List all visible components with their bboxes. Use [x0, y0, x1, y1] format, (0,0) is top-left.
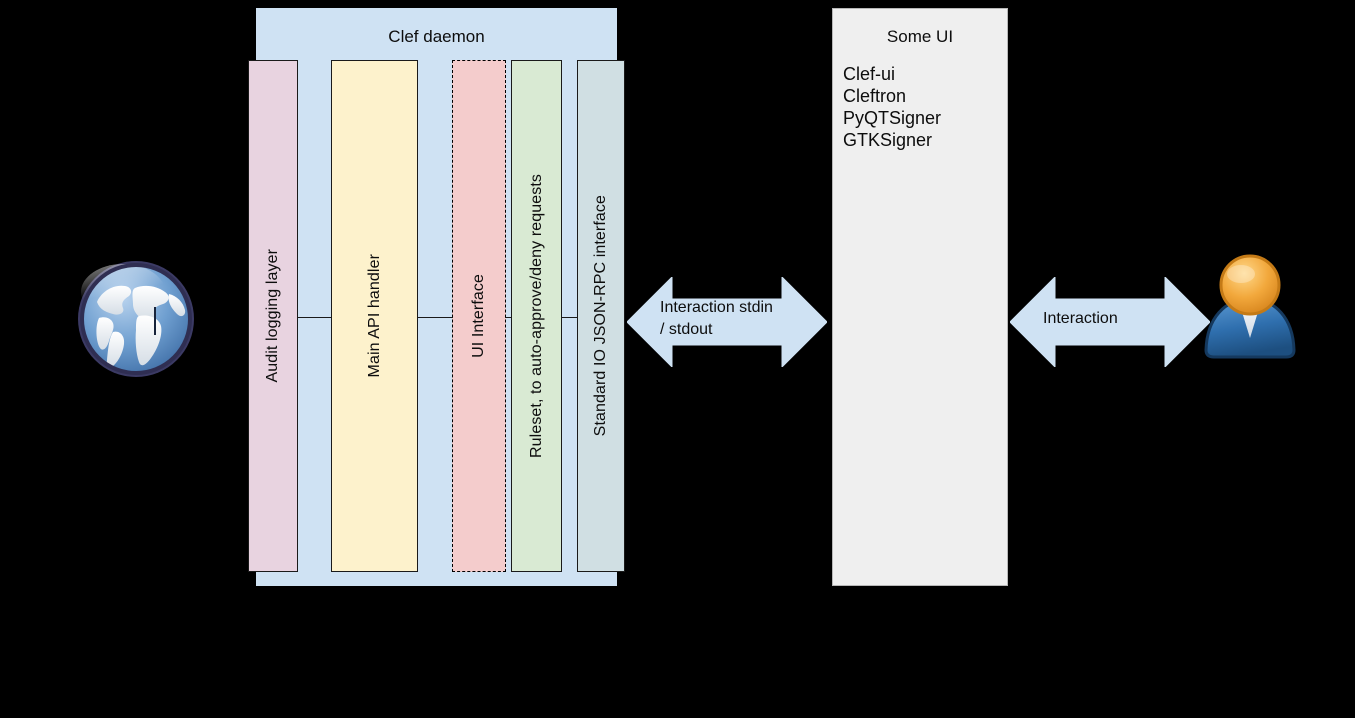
list-item: GTKSigner — [843, 130, 933, 150]
connector-api-to-ui — [417, 317, 453, 318]
box-api-label: Main API handler — [365, 254, 383, 378]
clef-daemon-title: Clef daemon — [388, 27, 485, 46]
box-ruleset-label: Ruleset, to auto-approve/deny requests — [527, 174, 545, 458]
connector-ruleset-to-stdio — [561, 317, 578, 318]
arrow-interaction-user: Interaction — [1010, 277, 1210, 367]
box-audit-label: Audit logging layer — [264, 249, 281, 383]
double-arrow-icon — [627, 277, 827, 367]
clef-daemon-container: Clef daemon — [256, 8, 617, 586]
box-audit-logging-layer[interactable]: Audit logging layer — [248, 60, 298, 572]
box-main-api-handler[interactable]: Main API handler — [331, 60, 418, 572]
box-ruleset[interactable]: Ruleset, to auto-approve/deny requests — [511, 60, 562, 572]
list-item: PyQTSigner — [843, 108, 942, 128]
box-stdio-label: Standard IO JSON-RPC interface — [592, 195, 609, 437]
connector-audit-to-api — [297, 317, 332, 318]
globe-icon — [73, 256, 199, 382]
arrow-interaction-stdin-stdout: Interaction stdin / stdout — [627, 277, 827, 367]
double-arrow-icon — [1010, 277, 1210, 367]
some-ui-list: Clef-ui Cleftron PyQTSigner GTKSigner — [843, 63, 1003, 151]
box-ui-interface[interactable]: UI Interface — [452, 60, 506, 572]
connector-ui-to-ruleset — [505, 317, 512, 318]
some-ui-panel[interactable]: Some UI Clef-ui Cleftron PyQTSigner GTKS… — [832, 8, 1008, 586]
user-icon — [1201, 252, 1299, 362]
list-item: Cleftron — [843, 86, 907, 106]
some-ui-title: Some UI — [886, 27, 954, 46]
list-item: Clef-ui — [843, 64, 896, 84]
box-ui-label: UI Interface — [470, 274, 487, 358]
box-standard-io-jsonrpc-interface[interactable]: Standard IO JSON-RPC interface — [577, 60, 625, 572]
